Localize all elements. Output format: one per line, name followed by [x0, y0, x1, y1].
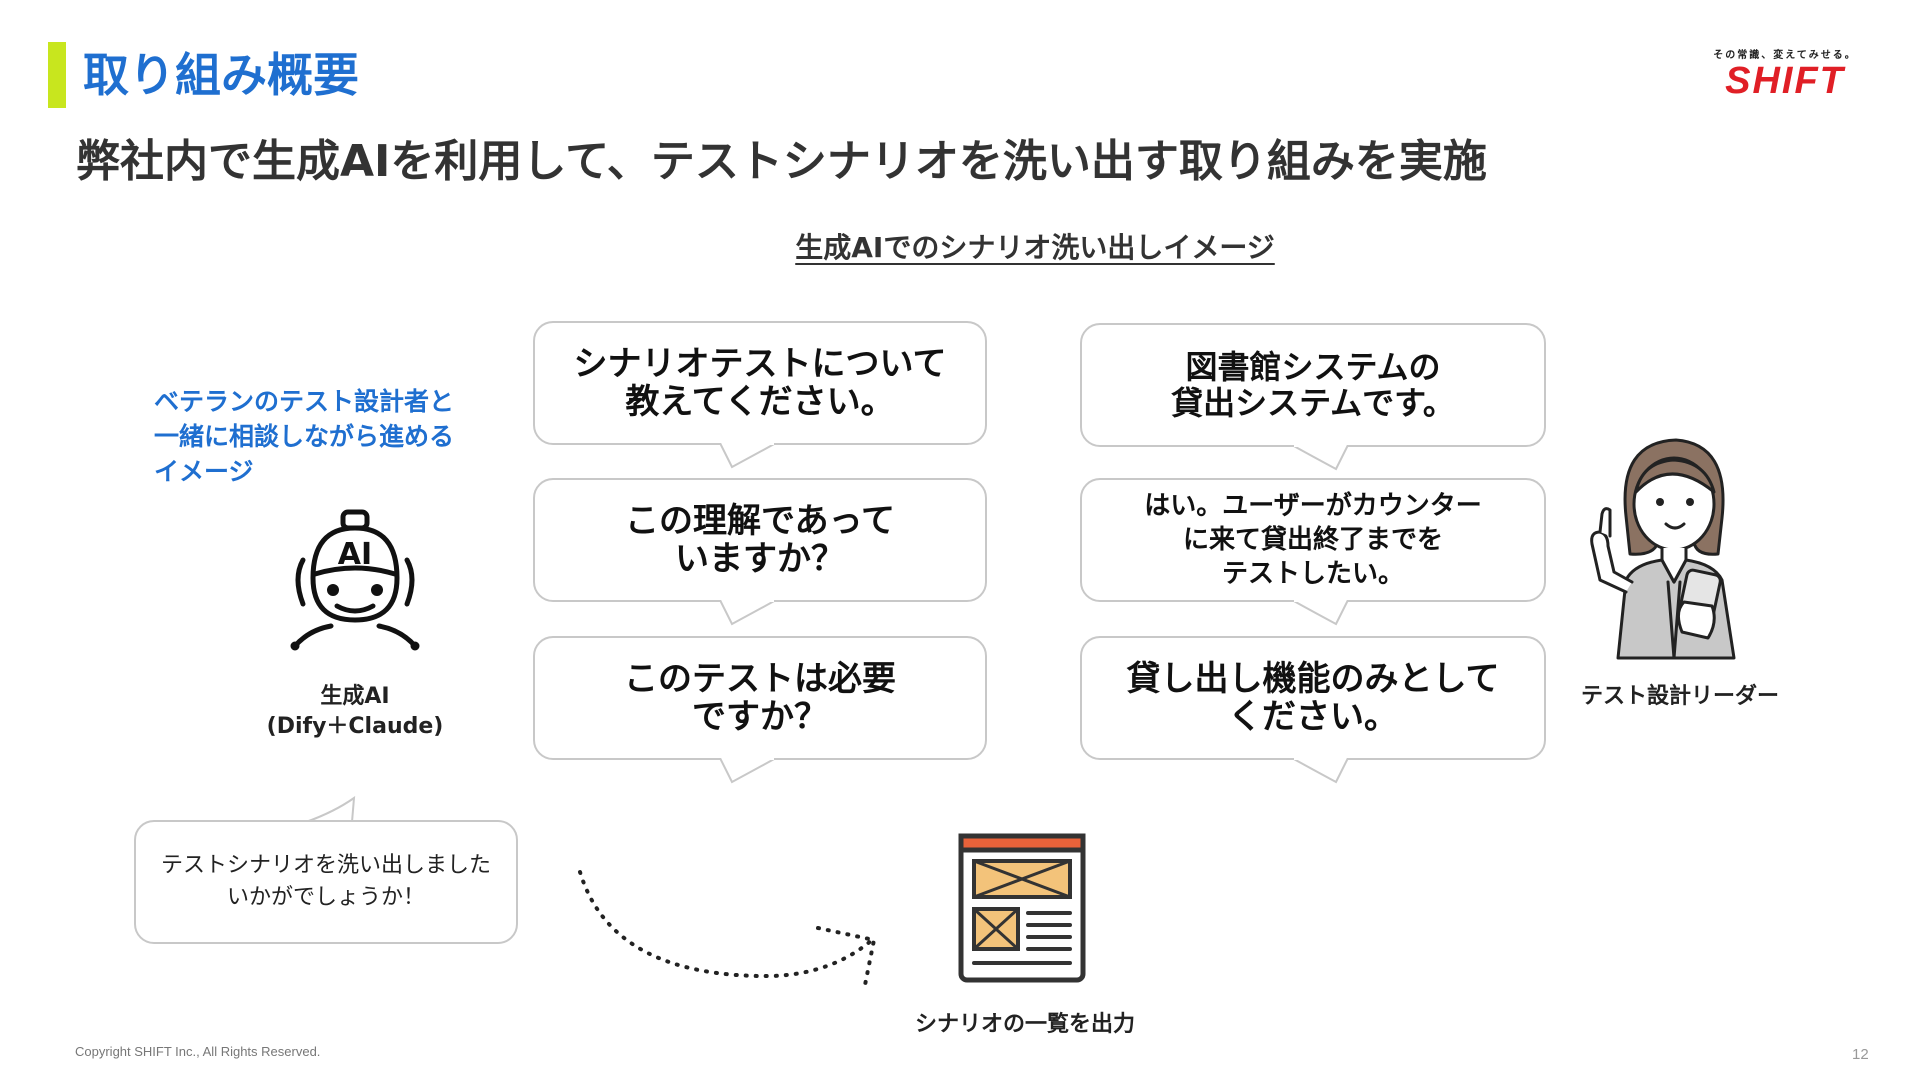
ai-bubble-2: この理解であって いますか？ — [533, 478, 987, 602]
result-bubble-tail — [305, 796, 362, 822]
logo-tagline: その常識、変えてみせる。 — [1713, 50, 1857, 61]
ai-bubble-1-tail — [719, 443, 777, 469]
robot-icon: AI — [285, 508, 425, 653]
leader-bubble-2: はい。ユーザーがカウンター に来て貸出終了までを テストしたい。 — [1080, 478, 1546, 602]
ai-caption: 生成AI (Dify＋Claude) — [266, 684, 444, 739]
section-title: 取り組み概要 — [83, 48, 359, 102]
shift-logo: その常識、変えてみせる。 SHIFT — [1700, 46, 1870, 101]
leader-bubble-3: 貸し出し機能のみとして ください。 — [1080, 636, 1546, 760]
ai-bubble-3: このテストは必要 ですか？ — [533, 636, 987, 760]
dotted-arrow-icon — [578, 870, 877, 992]
diagram-subhead: 生成AIでのシナリオ洗い出しイメージ — [795, 231, 1275, 264]
accent-bar — [48, 42, 66, 108]
leader-bubble-2-tail — [1291, 600, 1349, 626]
veteran-note: ベテランのテスト設計者と 一緒に相談しながら進める イメージ — [154, 387, 455, 486]
ai-bubble-3-tail — [719, 758, 777, 784]
result-bubble: テストシナリオを洗い出しました いかがでしょうか！ — [134, 820, 518, 944]
document-list-icon — [958, 833, 1086, 983]
slide-headline: 弊社内で生成AIを利用して、テストシナリオを洗い出す取り組みを実施 — [76, 136, 1487, 187]
leader-bubble-1: 図書館システムの 貸出システムです。 — [1080, 323, 1546, 447]
businesswoman-icon — [1578, 432, 1754, 662]
output-caption: シナリオの一覧を出力 — [914, 1012, 1135, 1037]
leader-caption: テスト設計リーダー — [1580, 684, 1779, 709]
ai-bubble-2-tail — [719, 600, 777, 626]
logo-wordmark: SHIFT — [1725, 60, 1845, 102]
robot-ai-label: AI — [338, 537, 372, 572]
copyright: Copyright SHIFT Inc., All Rights Reserve… — [75, 1044, 321, 1059]
leader-bubble-3-tail — [1291, 758, 1349, 784]
leader-bubble-1-tail — [1291, 445, 1349, 471]
page-number: 12 — [1852, 1046, 1869, 1063]
ai-bubble-1: シナリオテストについて 教えてください。 — [533, 321, 987, 445]
